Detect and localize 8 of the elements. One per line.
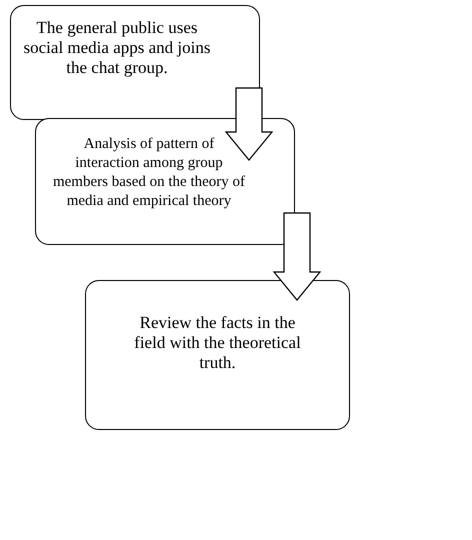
box-text: Review the facts in the field with the theoretical truth.: [133, 313, 302, 373]
block-arrow: [224, 87, 274, 161]
box-text: Analysis of pattern of interaction among group members based on the theory of media and empirical theory: [52, 135, 246, 211]
block-arrow: [272, 212, 322, 301]
process-box: [85, 280, 350, 430]
process-box: [10, 5, 260, 120]
process-box: [35, 118, 295, 245]
box-text: The general public uses social media apps and joins the chat group.: [23, 18, 211, 78]
